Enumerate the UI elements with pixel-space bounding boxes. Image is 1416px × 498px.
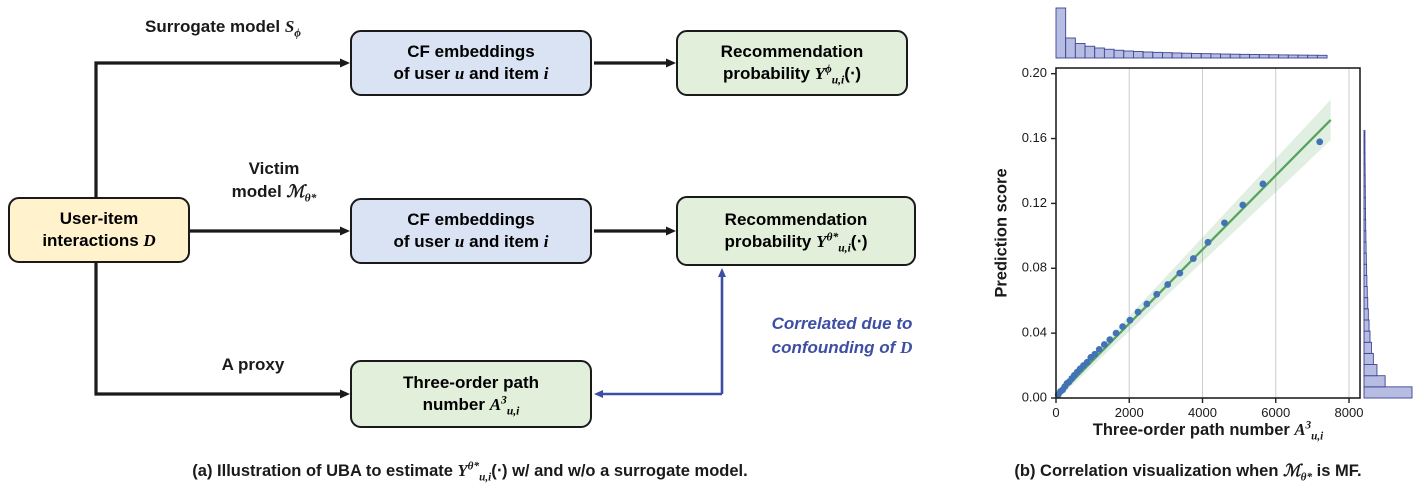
node-text-line: CF embeddings — [407, 41, 535, 61]
node-text-line: number A3u,i — [422, 393, 520, 418]
correlation-plot: 0.00 0.04 0.08 0.12 0.16 0.20 0 2000 4000 6000 800… — [1022, 7, 1413, 420]
svg-text:8000: 8000 — [1335, 405, 1364, 420]
svg-text:0.08: 0.08 — [1022, 260, 1047, 275]
y-axis-label: Prediction score — [992, 168, 1011, 298]
node-text-line: probability Yθ*u,i(⋅) — [724, 230, 868, 255]
x-axis-label: Three-order path number A3u,i — [1092, 419, 1324, 443]
svg-text:0.12: 0.12 — [1022, 195, 1047, 210]
svg-text:0.16: 0.16 — [1022, 130, 1047, 145]
svg-text:0.20: 0.20 — [1022, 65, 1047, 80]
node-user-item-interactions: User-item interactions D — [8, 197, 190, 263]
node-text-line: Recommendation — [724, 209, 868, 229]
node-recommendation-probability-victim: Recommendation probability Yθ*u,i(⋅) — [676, 196, 916, 266]
node-three-order-path-number: Three-order path number A3u,i — [350, 360, 592, 428]
node-text-line: of user u and item i — [393, 232, 549, 251]
arrow-to-cf-top — [94, 58, 350, 197]
correlation-annotation: Correlated due to confounding of D — [736, 312, 948, 360]
edge-label-line: Victim — [248, 159, 300, 178]
svg-text:0.00: 0.00 — [1022, 389, 1047, 404]
annotation-line: Correlated due to — [771, 314, 913, 333]
node-text-line: Recommendation — [720, 41, 864, 61]
node-text-line: CF embeddings — [407, 209, 535, 229]
svg-text:0.04: 0.04 — [1022, 325, 1047, 340]
edge-label-surrogate-model: Surrogate model Sϕ — [145, 17, 301, 40]
edge-label-line: model ℳθ* — [231, 181, 317, 205]
diagram-arrows — [94, 58, 726, 399]
svg-text:6000: 6000 — [1261, 405, 1290, 420]
node-text-line: probability Yϕu,i(⋅) — [723, 62, 861, 87]
node-text-line: interactions D — [42, 231, 156, 250]
svg-text:4000: 4000 — [1188, 405, 1217, 420]
node-cf-embeddings-top: CF embeddings of user u and item i — [350, 30, 592, 96]
node-text-line: of user u and item i — [393, 64, 549, 83]
annotation-line: confounding of D — [771, 337, 913, 357]
svg-text:0: 0 — [1052, 405, 1059, 420]
node-text-line: Three-order path — [402, 372, 540, 392]
arrow-to-path-count — [94, 263, 350, 399]
edge-label-victim-model: Victim model ℳθ* — [200, 158, 348, 204]
node-recommendation-probability-surrogate: Recommendation probability Yϕu,i(⋅) — [676, 30, 908, 96]
caption-a: (a) Illustration of UBA to estimate Yθ*u… — [192, 460, 748, 484]
caption-b: (b) Correlation visualization when ℳθ* i… — [1014, 461, 1362, 484]
node-cf-embeddings-mid: CF embeddings of user u and item i — [350, 198, 592, 264]
edge-label-a-proxy: A proxy — [221, 355, 285, 374]
svg-text:2000: 2000 — [1115, 405, 1144, 420]
node-text-line: User-item — [59, 208, 139, 228]
